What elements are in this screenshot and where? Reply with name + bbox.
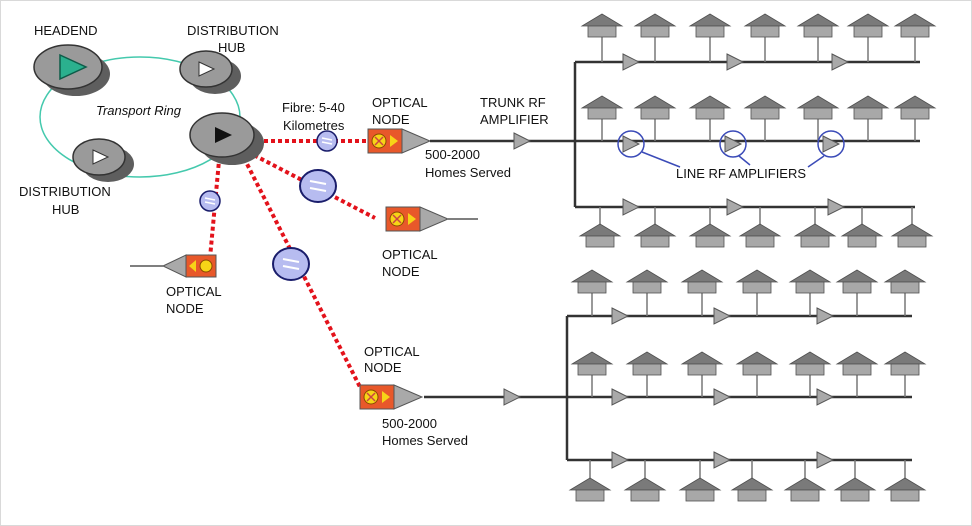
distribution-hub-left [72,138,134,182]
headend-play-icon [59,53,88,81]
distribution-hub-left-label: HUB [52,202,79,217]
optical-node-left-label: NODE [166,301,204,316]
hub-play-icon [215,127,232,143]
distribution-hub-top-label: HUB [218,40,245,55]
line-amp-markers [617,130,845,168]
fibre-label: Kilometres [283,118,345,133]
optical-node-top-label: NODE [372,112,410,127]
transport-ring-label: Transport Ring [96,103,182,118]
distribution-hub-top-label: DISTRIBUTION [187,23,279,38]
optical-node-mid-label: NODE [382,264,420,279]
splitter-icon [199,190,221,212]
optical-node-bottom-label: OPTICAL [364,344,420,359]
optical-node-left-label: OPTICAL [166,284,222,299]
hub-play-icon [198,61,216,77]
line-rf-amplifiers-label: LINE RF AMPLIFIERS [676,166,806,181]
drops-top [599,36,916,228]
homes-served-bottom-label: Homes Served [382,433,468,448]
splitter-icon [272,247,310,281]
splitter-icon [316,130,338,152]
homes-served-top-label: Homes Served [425,165,511,180]
distribution-hub-top [179,50,241,94]
optical-node-left [130,254,217,278]
hub-play-icon [92,149,110,165]
homes-served-top-label: 500-2000 [425,147,480,162]
optical-node-bottom-label: NODE [364,360,402,375]
fibre-label: Fibre: 5-40 [282,100,345,115]
trunk-rf-amplifier-label: TRUNK RF [480,95,546,110]
optical-node-top-label: OPTICAL [372,95,428,110]
trunk-rf-amplifier-label: AMPLIFIER [480,112,549,127]
headend-hub [33,44,110,96]
distribution-hub-left-label: DISTRIBUTION [19,184,111,199]
optical-node-mid [385,206,478,232]
central-hub [189,112,264,165]
splitter-icon [299,169,337,203]
headend-label: HEADEND [34,23,98,38]
homes-served-bottom-label: 500-2000 [382,416,437,431]
optical-node-mid-label: OPTICAL [382,247,438,262]
